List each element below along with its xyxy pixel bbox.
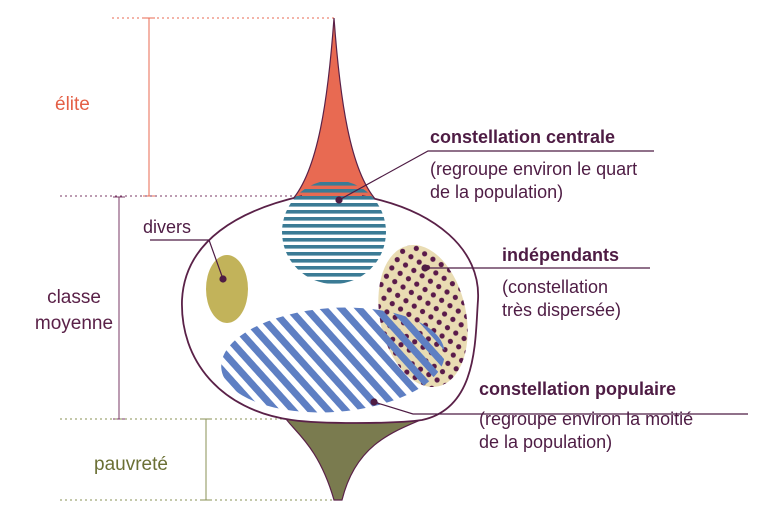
middle-class-label: classe moyenne [28, 285, 120, 337]
centrale-desc-line1: (regroupe environ le quart [430, 159, 638, 179]
centrale-cluster [282, 180, 386, 284]
independants-desc: (constellation très dispersée) [502, 276, 621, 322]
middle-class-label-line1: classe [47, 287, 101, 308]
populaire-desc-line1: (regroupe environ la moitié [479, 409, 694, 429]
leader-dots [219, 196, 429, 406]
divers-label: divers [143, 217, 192, 237]
leader-lines [150, 150, 748, 415]
poverty-label: pauvreté [94, 454, 168, 475]
elite-guides [112, 17, 334, 197]
independants-title: indépendants [502, 245, 620, 265]
populaire-desc: (regroupe environ la moitié de la popula… [479, 408, 693, 454]
poverty-point [282, 415, 431, 501]
poverty-guides [60, 418, 334, 501]
centrale-desc-line2: de la population) [430, 182, 564, 202]
middle-class-guides [60, 195, 300, 420]
divers-cluster [206, 255, 248, 323]
populaire-desc-line2: de la population) [479, 432, 613, 452]
centrale-desc: (regroupe environ le quart de la populat… [430, 158, 637, 204]
centrale-title: constellation centrale [430, 127, 616, 147]
middle-class-label-line2: moyenne [34, 313, 114, 334]
populaire-title: constellation populaire [479, 379, 677, 399]
elite-spike [290, 17, 378, 201]
independants-desc-line2: très dispersée) [502, 300, 622, 320]
independants-desc-line1: (constellation [502, 277, 609, 297]
elite-label: élite [55, 94, 90, 115]
populaire-cluster [221, 307, 445, 413]
